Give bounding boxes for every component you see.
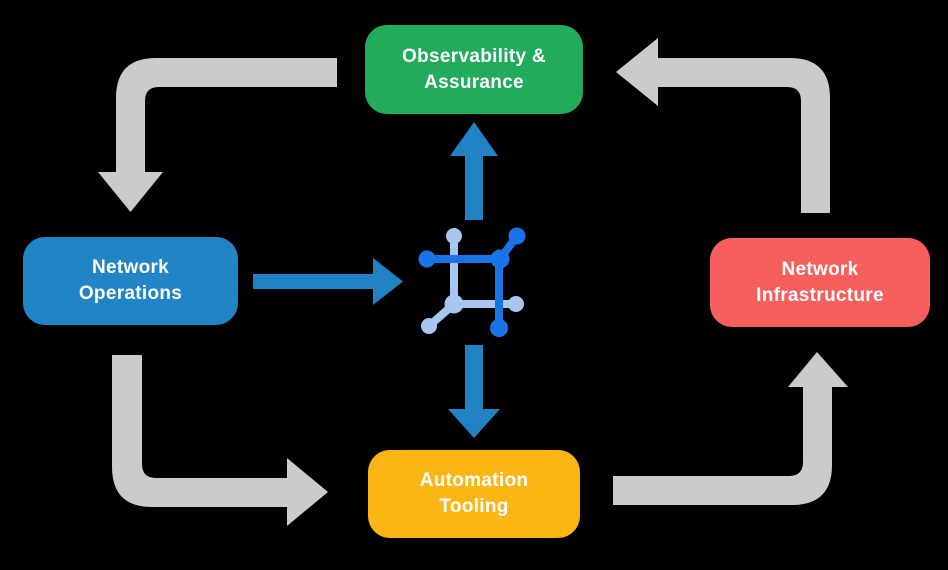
node-automation-tooling: Automation Tooling [368,450,580,538]
node-observability-assurance: Observability & Assurance [365,25,583,114]
node-label-line: Automation [419,470,529,491]
node-label-line: Operations [78,283,183,304]
node-label-line: Infrastructure [756,284,884,306]
cycle-arrow-bottom-right [613,352,848,505]
node-network-infrastructure: Network Infrastructure [710,238,930,327]
node-label-line: Observability & [402,45,546,67]
flow-arrow-right-icon [253,258,403,305]
node-network-operations: Network Operations [23,237,238,325]
flow-arrow-down-icon [448,345,500,438]
flow-arrow-up-icon [450,122,498,220]
node-label-line: Network [91,257,170,278]
network-icon-dark-nodes [418,227,526,337]
node-label-line: Tooling [439,496,509,517]
network-icon-light-nodes [421,228,524,334]
cycle-arrow-top-left [98,58,337,212]
cycle-arrow-bottom-left [112,355,328,526]
network-automation-icon [418,227,526,337]
node-label-line: Assurance [424,71,524,93]
cycle-arrow-top-right [616,38,830,213]
flow-arrows [253,122,500,438]
node-label-line: Network [781,258,859,280]
